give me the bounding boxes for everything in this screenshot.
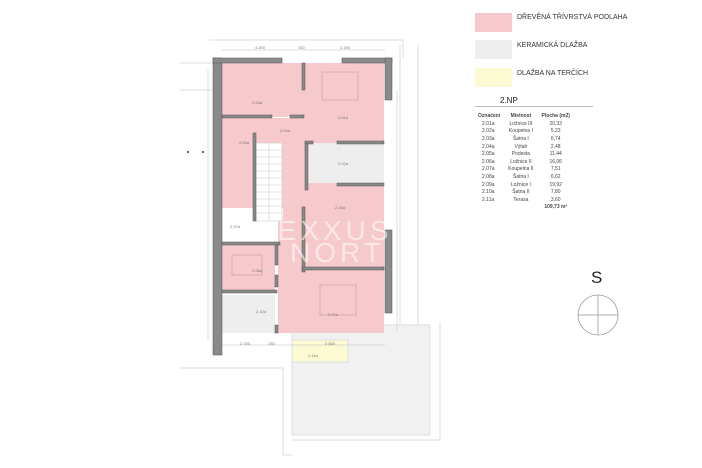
room-tag: 2.01a	[338, 115, 349, 120]
legend-label: DŘEVĚNÁ TŘÍVRSTVÁ PODLAHA	[517, 14, 628, 21]
room-tag: 2.08a	[252, 268, 263, 273]
table-cell: 16,06	[549, 158, 562, 165]
table-cell: 7,51	[550, 166, 561, 173]
table-cell: 7,80	[550, 189, 561, 196]
table-cell: 2.10a	[482, 189, 495, 196]
table-cell: 2.09a	[482, 181, 495, 188]
table-cell: Podesta	[511, 151, 531, 158]
column-header: Plocha (m2)	[541, 113, 570, 119]
table-row: 2.07a Koupelna II 7,51	[474, 166, 574, 174]
table-row: 2.05a Podesta 11,44	[474, 150, 574, 158]
table-row: 2.10a Šatna II 7,80	[474, 188, 574, 196]
table-row: 2.03a Šatna I 6,74	[474, 135, 574, 143]
table-cell: Šatna II	[512, 189, 530, 196]
legend-swatch-wood	[475, 13, 512, 32]
table-cell: 11,44	[549, 151, 562, 158]
dimension-label: 150	[268, 341, 275, 346]
table-cell: 2.02a	[482, 128, 495, 135]
table-cell: Ložnice II	[510, 158, 532, 165]
room-tag: 2.09a	[328, 312, 339, 317]
room-2-05a	[222, 63, 304, 117]
floor-title: 2.NP	[500, 96, 518, 105]
room-2-11a	[291, 339, 349, 363]
table-cell: Koupelna I	[508, 128, 533, 135]
room-2-04a	[222, 210, 253, 242]
table-cell: 3,60	[550, 196, 561, 203]
watermark-line-2: NORT	[290, 237, 385, 268]
table-cell: 2.07a	[482, 166, 495, 173]
blank	[504, 204, 537, 212]
staircase	[255, 142, 283, 222]
table-cell: 2,48	[550, 143, 561, 150]
table-cell: Ložnice I	[510, 181, 531, 188]
total-row: 109,73 m²	[474, 204, 574, 212]
room-tag: 2.11a	[308, 353, 318, 358]
compass-label: S	[591, 268, 603, 287]
table-cell: Koupelna II	[508, 166, 534, 173]
room-tag: 2.07a	[230, 224, 241, 229]
table-cell: Šatna I	[512, 173, 529, 180]
room-tag: 2.10a	[256, 309, 267, 314]
table-cell: 19,92	[549, 181, 562, 188]
dimension-label: 2 750	[240, 341, 251, 346]
table-row: 2.11a Terasa 3,60	[474, 196, 574, 204]
room-tag: 2.04a	[280, 128, 291, 133]
watermark-line-1: LEXXUS	[258, 215, 393, 246]
table-cell: 2.04a	[482, 143, 495, 150]
blank	[474, 204, 504, 212]
table-cell: Výtah	[514, 143, 528, 150]
legend-swatch-tile	[475, 40, 512, 59]
table-cell: Šatna I	[512, 135, 529, 142]
table-row: 2.08a Šatna I 6,62	[474, 173, 574, 181]
table-cell: 6,74	[550, 135, 561, 142]
dimension-label: 150	[298, 45, 305, 50]
column-header: Označení	[478, 113, 501, 119]
table-row: 2.06a Ložnice II 16,06	[474, 158, 574, 166]
walls	[212, 57, 393, 356]
room-tag: 2.03a	[239, 140, 250, 145]
dimension-label: 4 200	[340, 45, 351, 50]
table-cell: 2.11a	[482, 196, 495, 203]
room-2-02a	[306, 143, 384, 183]
room-2-09a	[278, 220, 384, 333]
rooms	[222, 63, 384, 363]
room-tag: 2.05a	[252, 100, 263, 105]
misc-marks	[187, 151, 204, 153]
table-cell: 2.08a	[482, 173, 495, 180]
room-2-10a	[222, 295, 275, 333]
compass-icon	[577, 294, 619, 336]
table-cell: Ložnice III	[509, 120, 533, 127]
dimension-label: 3 650	[325, 341, 336, 346]
legend-swatch-terrace	[475, 68, 512, 87]
total-area: 109,73 m²	[544, 204, 568, 211]
legend-label: DLAŽBA NA TERČÍCH	[517, 70, 589, 77]
table-cell: 2.05a	[482, 151, 495, 158]
table-row: 2.09a Ložnice I 19,92	[474, 181, 574, 189]
table-cell: 2.01a	[482, 120, 495, 127]
room-2-08a	[222, 245, 275, 293]
table-row: 2.01a Ložnice III 20,33	[474, 120, 574, 128]
table-cell: 2.06a	[482, 158, 495, 165]
furniture	[231, 71, 359, 316]
legend-label: KERAMICKÁ DLAŽBA	[517, 42, 588, 49]
table-cell: 20,33	[549, 120, 562, 127]
divider	[475, 106, 593, 107]
site-outline	[180, 39, 441, 456]
dimension-label: 4 200	[255, 45, 266, 50]
room-2-01a	[304, 63, 384, 143]
table-cell: 2.03a	[482, 135, 495, 142]
table-row: 2.02a Koupelna I 5,23	[474, 128, 574, 136]
table-row: 2.04a Výtah 2,48	[474, 143, 574, 151]
table-cell: 6,62	[550, 173, 561, 180]
room-tag: 2.02a	[338, 161, 349, 166]
room-tag: 2.06a	[335, 205, 346, 210]
column-header: Místnost	[510, 113, 532, 119]
table-cell: Terasa	[513, 196, 529, 203]
dimension-lines	[207, 49, 398, 346]
table-cell: 5,23	[550, 128, 561, 135]
